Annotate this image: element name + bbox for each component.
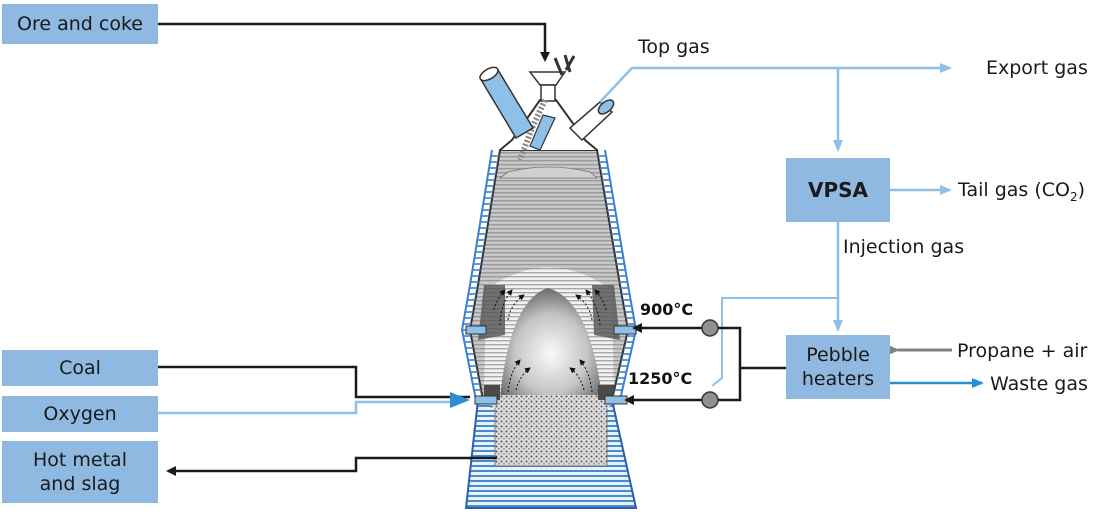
valve-1250 (701, 391, 719, 409)
oxygen-label: Oxygen (43, 403, 117, 425)
oxygen-box: Oxygen (2, 396, 158, 432)
charge-feed-marks (553, 54, 576, 76)
waste-gas-label: Waste gas (990, 373, 1088, 395)
tail-gas-label: Tail gas (CO2) (958, 179, 1086, 204)
top-gas-label: Top gas (638, 36, 710, 58)
temperature-900-label: 900°C (640, 300, 694, 319)
ore-and-coke-box: Ore and coke (2, 4, 158, 44)
coke-layer (490, 395, 610, 408)
tuyere-lower-left (474, 395, 498, 405)
pebble-heaters-box: Pebble heaters (786, 335, 890, 399)
oxygen-feed-line (158, 400, 450, 415)
vpsa-box: VPSA (786, 158, 890, 222)
tuyere-upper-right (613, 325, 637, 335)
hot-metal-label: Hot metal and slag (33, 449, 127, 495)
tuyere-lower-right (604, 395, 628, 405)
top-hopper (528, 71, 567, 86)
valve-900 (701, 319, 719, 337)
uptake-pipe-left (478, 66, 535, 140)
export-gas-label: Export gas (986, 57, 1088, 79)
propane-air-label: Propane + air (957, 340, 1088, 362)
injection-gas-label: Injection gas (843, 236, 965, 258)
hot-metal-pool (494, 403, 608, 467)
cooling-staves (460, 149, 638, 401)
coal-label: Coal (59, 357, 101, 379)
ore-coke-feed-line (158, 22, 550, 62)
internal-gas-flow-arrows (493, 289, 607, 393)
hot-gas-900-line (718, 326, 786, 370)
coal-feed-line (158, 365, 470, 399)
hopper-bell (540, 84, 556, 102)
top-gas-line (599, 63, 952, 103)
blast-furnace (460, 54, 638, 509)
falling-charge (517, 98, 548, 162)
hot-metal-box: Hot metal and slag (2, 441, 158, 503)
charge-top (498, 166, 599, 179)
hot-metal-line (166, 456, 497, 476)
tuyere-upper-left (465, 325, 487, 335)
temperature-1250-label: 1250°C (628, 369, 693, 388)
pebble-heaters-label: Pebble heaters (801, 344, 875, 390)
vpsa-label: VPSA (807, 178, 869, 202)
uptake-pipe-right (568, 99, 615, 142)
oxygen-arrowhead (450, 392, 470, 408)
ore-and-coke-label: Ore and coke (17, 13, 143, 35)
injection-branch-upper (711, 297, 838, 387)
raceway-upper-right (592, 285, 620, 340)
charging-chute (529, 114, 556, 151)
hot-gas-1250-line (718, 368, 742, 402)
coal-box: Coal (2, 350, 158, 386)
